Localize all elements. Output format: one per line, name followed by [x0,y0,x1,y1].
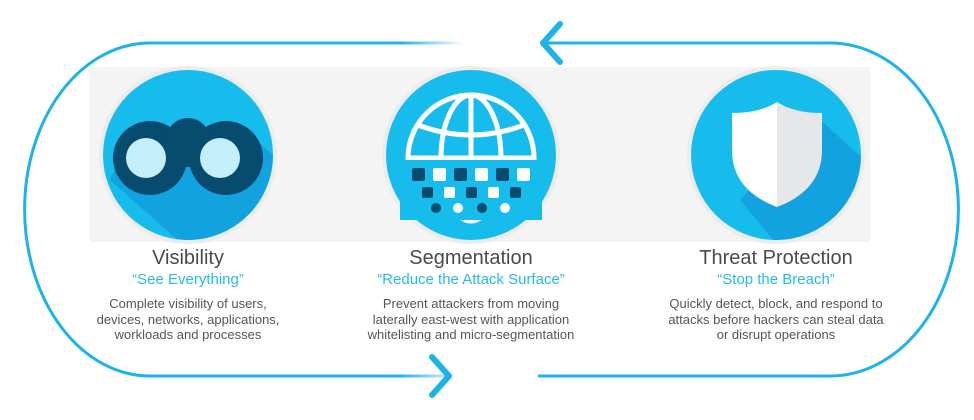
pillar-title: Threat Protection [699,247,853,269]
pillar-subtitle: “See Everything” [132,271,244,288]
arrow-left-icon [540,21,563,65]
pillar-segmentation: Segmentation “Reduce the Attack Surface”… [331,246,611,343]
pillar-description: Prevent attackers from moving laterally … [331,296,611,343]
description-line: Complete visibility of users, [109,296,267,311]
pillar-title: Visibility [152,247,224,269]
pillar-description: Quickly detect, block, and respond to at… [636,296,916,343]
description-line: workloads and processes [114,327,262,342]
description-line: attacks before hackers can steal data [668,311,884,327]
loop-top-left [23,41,465,378]
description-line: devices, networks, applications, [96,311,280,327]
pillar-threat-protection: Threat Protection “Stop the Breach” Quic… [636,246,916,343]
pillar-subtitle: “Reduce the Attack Surface” [377,271,565,288]
binoculars-icon [99,66,277,244]
pillar-visibility: Visibility “See Everything” Complete vis… [48,246,328,343]
pillar-subtitle: “Stop the Breach” [717,271,835,288]
segment-blocks [412,168,530,213]
description-line: whitelisting and micro-segmentation [367,327,575,342]
pillar-title: Segmentation [409,247,533,269]
description-line: laterally east-west with application [372,311,570,327]
pillar-description: Complete visibility of users, devices, n… [48,296,328,343]
description-line: Quickly detect, block, and respond to [669,296,883,311]
description-line: Prevent attackers from moving [382,296,560,311]
globe-segmentation-icon [382,66,560,244]
loop-right [538,41,960,378]
description-line: or disrupt operations [716,327,836,342]
arrow-right-icon [429,354,452,398]
